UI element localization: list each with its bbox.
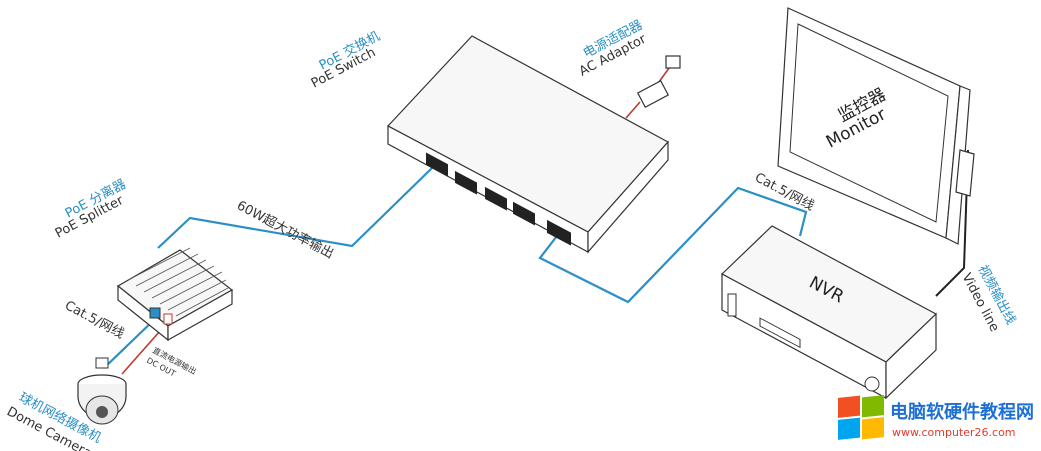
cable-switch-to-nvr xyxy=(538,186,808,304)
watermark-url: www.computer26.com xyxy=(892,426,1016,439)
cat5-label-left: Cat.5/网线 xyxy=(62,298,126,342)
cable-switch-to-splitter xyxy=(157,167,433,249)
switch-port-3 xyxy=(485,186,507,211)
poe-switch xyxy=(387,35,669,254)
nvr-drive-slot xyxy=(759,317,801,349)
windows-logo-icon xyxy=(838,395,884,440)
output-60w-label: 60W超大功率输出 xyxy=(234,197,336,262)
splitter-port-dc xyxy=(163,313,173,325)
watermark: 电脑软硬件教程网 www.computer26.com xyxy=(838,395,1034,440)
nvr-power-button xyxy=(864,376,880,392)
switch-port-4 xyxy=(513,201,535,226)
nvr xyxy=(720,225,938,400)
watermark-site-name: 电脑软硬件教程网 xyxy=(890,401,1034,423)
switch-port-uplink xyxy=(547,219,571,246)
dome-camera xyxy=(77,357,127,425)
switch-port-2 xyxy=(455,170,477,195)
ac-adaptor xyxy=(636,55,681,108)
splitter-port-lan xyxy=(149,307,161,319)
monitor xyxy=(777,7,975,245)
switch-port-1 xyxy=(426,152,448,177)
poe-splitter xyxy=(116,247,234,342)
cable-splitter-to-camera xyxy=(103,317,157,369)
